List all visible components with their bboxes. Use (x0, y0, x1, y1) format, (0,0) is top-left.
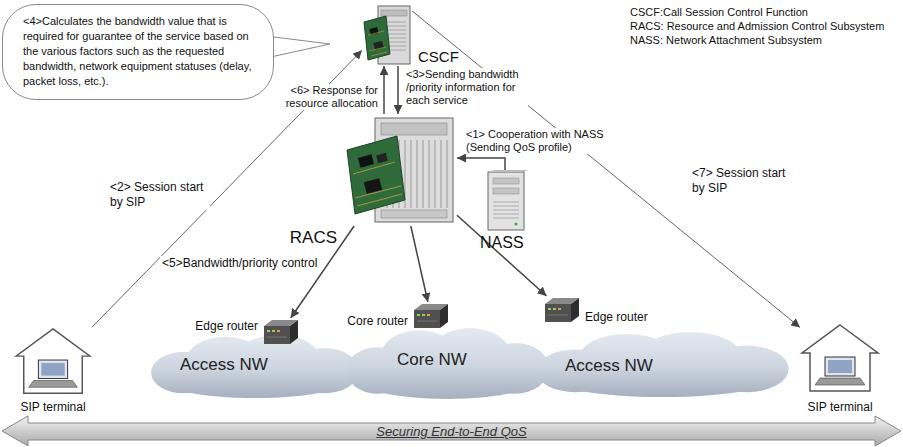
node-label: Core router (347, 314, 408, 328)
connector-arrow (457, 158, 505, 170)
connector-arrow (291, 226, 354, 318)
abbreviation-note: CSCF:Call Session Control Function (630, 6, 808, 18)
access-network-cloud: Access NW (150, 333, 360, 399)
node-label: <4>Calculates the bandwidth value that i… (23, 14, 257, 89)
edge-router: Edge router (262, 318, 300, 346)
router-icon (262, 318, 300, 346)
node-label: NASS (480, 234, 524, 252)
abbreviation-note: NASS: Network Attachment Subsystem (630, 34, 822, 46)
server-icon (345, 114, 457, 226)
connector-arrow (411, 226, 428, 302)
banner-label: Securing End-to-End QoS (376, 424, 526, 439)
racs-server: RACS (345, 114, 457, 226)
nass-server: NASS (480, 170, 530, 232)
house-terminal-icon (800, 320, 880, 396)
router-icon (412, 302, 450, 330)
router-icon (543, 296, 581, 324)
house-terminal-icon (14, 326, 92, 396)
node-label: CSCF (418, 48, 459, 65)
connector-arrow (383, 66, 385, 114)
cscf-server: CSCF (362, 4, 412, 66)
node-label: Access NW (180, 355, 268, 375)
node-label: Edge router (195, 319, 258, 333)
node-label: RACS (290, 228, 337, 248)
edge-label: <7> Session start by SIP (692, 166, 792, 196)
edge-label: <3>Sending bandwidth /priority informati… (406, 68, 528, 107)
node-label: Edge router (585, 310, 648, 324)
node-label: Access NW (565, 356, 653, 376)
sip-terminal: SIP terminal (800, 320, 880, 396)
sip-terminal: SIP terminal (14, 326, 92, 396)
access-network-cloud: Access NW (535, 330, 790, 398)
step-label: <5>Bandwidth/priority control (160, 256, 319, 270)
edge-router: Edge router (543, 296, 581, 324)
server-icon (362, 4, 412, 66)
core-network-cloud: Core NW (345, 326, 550, 400)
core-router: Core router (412, 302, 450, 330)
callout-bubble: <4>Calculates the bandwidth value that i… (2, 4, 274, 100)
abbreviation-note: RACS: Resource and Admission Control Sub… (630, 20, 884, 32)
server-icon (480, 170, 530, 232)
edge-label: <1> Cooperation with NASS (Sending QoS p… (466, 128, 616, 154)
node-label: SIP terminal (807, 400, 872, 414)
callout-tail (266, 36, 330, 58)
edge-label: <2> Session start by SIP (110, 180, 210, 210)
node-label: Core NW (397, 350, 467, 370)
node-label: SIP terminal (20, 400, 85, 414)
connector-arrow (397, 66, 399, 114)
edge-label: <6> Response for resource allocation (272, 84, 378, 110)
end-to-end-arrow (2, 416, 901, 446)
connector-arrow (412, 11, 800, 328)
